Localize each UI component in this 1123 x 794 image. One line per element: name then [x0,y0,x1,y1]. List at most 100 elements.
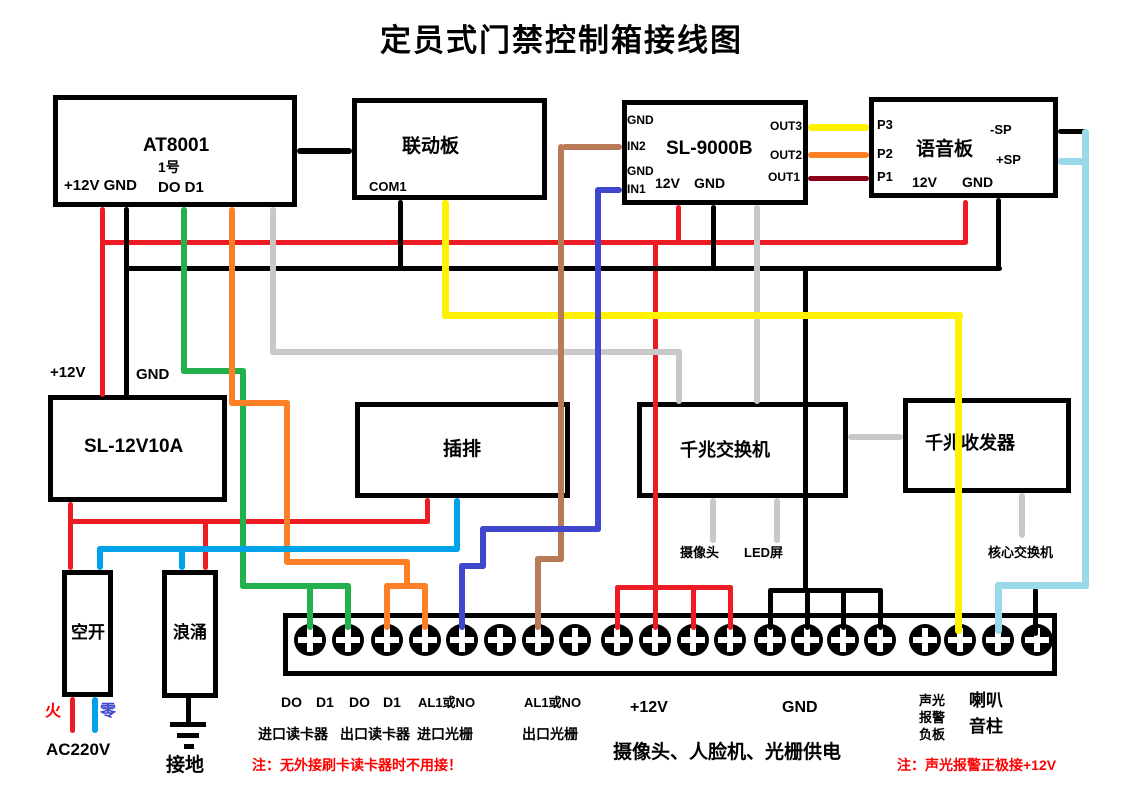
wire-cyan-breaker [97,546,103,570]
wire-black-gnd-feed [803,266,808,590]
wire-gray-camera-lead [710,498,716,543]
voice-board-box [869,97,1058,198]
screw-terminal [484,624,516,656]
transceiver-core-label: 核心交换机 [988,545,1054,560]
wire-orange-bus [384,583,428,589]
surge-ground-label: 接地 [166,755,205,776]
speaker-label-line1: 喇叭 [969,691,1003,710]
sl9000b-pin-out3: OUT3 [770,119,803,133]
terminal-label-al1-in: AL1或NO [418,695,476,710]
wire-yellow-linkage [442,200,449,318]
transceiver-box [903,398,1071,493]
terminal-label-grating-out: 出口光栅 [522,726,578,742]
wire-darkred-out1-p1 [808,176,869,181]
wire-orange-d1 [229,207,235,406]
wire-green-down [240,368,246,589]
sl9000b-pin-12v: 12V [655,175,680,191]
screw-terminal [909,624,941,656]
sl9000b-pin-gnd-bottom: GND [694,175,726,191]
wire-red-to-breaker [68,519,73,570]
wire-orange-down [284,400,290,565]
terminal-label-do-in: DO [281,694,302,710]
wire-cyan-run [97,546,460,552]
switch-camera-label: 摄像头 [680,545,720,560]
wire-orange-out2-p2 [808,152,869,158]
switch-led-label: LED屏 [744,545,784,560]
wire-gray-sl9000b-net [754,205,760,404]
screw-terminal [714,624,746,656]
wire-orange-drop [422,583,428,630]
wire-red-live-stub [70,697,75,733]
terminal-label-gnd: GND [782,699,818,716]
wire-gray-led-lead [774,498,780,543]
wire-brown-jog [535,556,564,562]
wire-orange-feed [404,559,410,587]
powerstrip-box [355,402,570,498]
wire-gray-switch-transceiver [848,434,903,440]
ground-symbol-bar [170,722,206,727]
wire-blue-jog2 [459,563,486,569]
wire-red-voice-12v [963,200,968,245]
wire-lightblue-jog [995,582,1089,589]
ground-symbol-stem [186,698,191,722]
wire-gray-net-run [270,349,682,355]
controller-box-at8001 [53,95,297,207]
wire-red-12v-rail [100,240,967,245]
at8001-name: AT8001 [143,135,210,156]
sl9000b-pin-out2: OUT2 [770,148,803,162]
breaker-ac-label: AC220V [46,740,111,759]
surge-name: 浪涌 [173,623,207,642]
terminal-label-d1-in: D1 [316,694,334,710]
wire-orange-drop [384,583,390,630]
breaker-name: 空开 [71,623,105,642]
wire-black-gnd-bus [768,588,883,593]
at8001-pins-data: DO D1 [158,179,204,196]
wire-green-drop [345,583,351,630]
wire-yellow-alarm-drop [955,312,962,634]
sl9000b-pin-out1: OUT1 [768,170,801,184]
wire-blue-step [480,526,486,569]
wire-green-jog [181,368,246,374]
terminal-label-reader-out: 出口读卡器 [340,726,410,742]
wire-red-psu-out [68,502,73,524]
wire-red-12v-feed [653,240,658,587]
terminal-label-do-out: DO [349,694,370,710]
wire-red-12v-drop [691,585,696,630]
voice-name: 语音板 [916,139,974,160]
wire-blue-in1 [597,187,622,193]
wire-yellow-out3-p3 [808,124,869,131]
sl9000b-pin-gnd-mid: GND [627,164,654,178]
wire-brown-drop [535,556,541,630]
screw-terminal [559,624,591,656]
wire-cyan-powerstrip [454,498,460,552]
alarm-label-line2: 报警 [919,710,946,725]
terminal-label-grating-in: 进口光栅 [417,726,473,742]
terminal-label-reader-in: 进口读卡器 [258,726,328,742]
psu-label-12v: +12V [50,364,86,381]
wire-red-sl9000b-12v [676,205,681,245]
wire-red-ac-run [68,519,430,524]
voice-pin-sp-neg: -SP [990,122,1012,137]
alarm-label-line3: 负板 [919,727,946,742]
wire-gray-net-drop [676,349,682,404]
wire-red-12v-drop [728,585,733,630]
wire-orange-jog1 [229,400,290,406]
wire-orange-jog2 [284,559,410,565]
speaker-label-line2: 音柱 [969,717,1003,736]
voice-pin-12v: 12V [912,174,937,190]
wire-black-gnd-drop [768,588,773,630]
wire-gray-core-lead [1019,493,1025,538]
breaker-neutral-label: 零 [100,703,117,720]
terminal-label-al1-out: AL1或NO [524,695,582,710]
terminal-label-12v: +12V [630,699,668,716]
wire-green-drop [307,583,313,630]
diagram-title: 定员式门禁控制箱接线图 [380,23,743,58]
wire-black-gnd-drop [841,588,846,630]
surge-box [162,570,218,698]
breaker-box [62,570,113,697]
wire-black-gnd-drop [878,588,883,630]
wire-black-gnd-drop [805,588,810,630]
sl9000b-pin-in2: IN2 [627,139,646,153]
powerstrip-name: 插排 [443,439,482,460]
voice-pin-gnd: GND [962,174,994,190]
